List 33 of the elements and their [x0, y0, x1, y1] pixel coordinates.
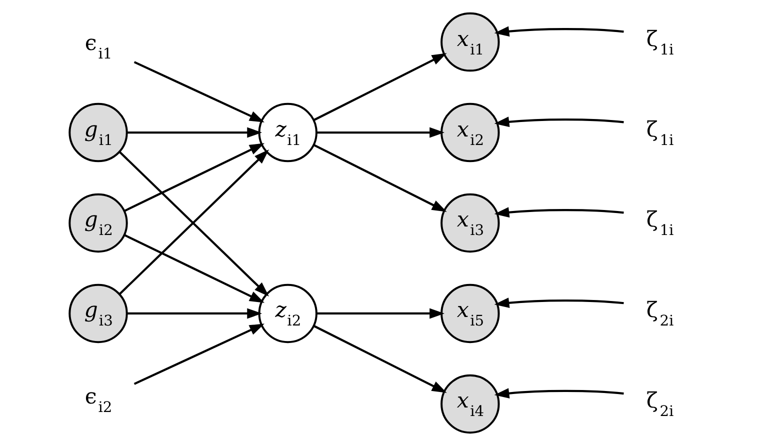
node-text: ζ$_{1i}$ — [646, 208, 674, 240]
node-circle: g$_{i1}$ — [68, 102, 128, 162]
node-circle: x$_{i4}$ — [440, 374, 500, 434]
node-text: ζ$_{1i}$ — [646, 117, 674, 149]
node-circle: g$_{i2}$ — [68, 193, 128, 253]
node-circle: g$_{i3}$ — [68, 284, 128, 344]
arrow — [494, 207, 624, 218]
arrow — [127, 308, 262, 319]
node-circle: x$_{i1}$ — [440, 12, 500, 72]
arrow — [313, 324, 447, 393]
arrow — [494, 388, 624, 398]
arrow — [134, 61, 264, 122]
node-circle: z$_{i1}$ — [258, 102, 318, 162]
node-text: ϵ$_{i1}$ — [84, 30, 112, 62]
arrow — [124, 234, 265, 303]
arrow — [494, 116, 624, 128]
node-circle: x$_{i2}$ — [440, 102, 500, 162]
arrow — [316, 308, 444, 319]
arrow — [124, 143, 265, 212]
arrow — [494, 298, 624, 308]
arrow — [316, 127, 444, 138]
node-circle: z$_{i2}$ — [258, 284, 318, 344]
arrow — [134, 324, 264, 385]
node-text: ζ$_{2i}$ — [646, 388, 674, 420]
node-text: ζ$_{2i}$ — [646, 298, 674, 330]
arrow — [313, 53, 447, 122]
arrow — [127, 127, 262, 138]
arrow — [494, 26, 624, 37]
node-text: ζ$_{1i}$ — [646, 26, 674, 58]
arrow — [313, 144, 447, 212]
node-text: ϵ$_{i2}$ — [84, 384, 112, 416]
node-circle: x$_{i5}$ — [440, 284, 500, 344]
node-circle: x$_{i3}$ — [440, 193, 500, 253]
